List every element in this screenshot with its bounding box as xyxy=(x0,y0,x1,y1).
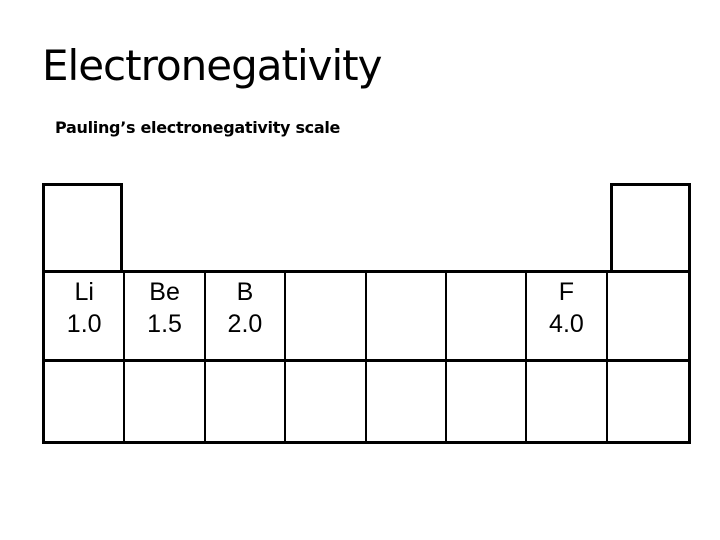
element-value: 1.0 xyxy=(66,310,102,338)
element-cell-empty xyxy=(607,359,688,441)
element-symbol xyxy=(447,276,525,308)
element-symbol: B xyxy=(236,278,254,306)
element-cell-b: B 2.0 xyxy=(206,273,287,359)
periodic-table-rows: Li 1.0 Be 1.5 B 2.0 xyxy=(42,270,691,444)
element-value xyxy=(447,308,525,340)
element-value: 4.0 xyxy=(549,310,584,338)
element-cell-empty xyxy=(447,273,528,359)
element-cell-li: Li 1.0 xyxy=(45,273,126,359)
element-value xyxy=(608,308,688,340)
element-value: 2.0 xyxy=(227,310,263,338)
element-cell-be: Be 1.5 xyxy=(125,273,206,359)
element-symbol: Be xyxy=(149,278,180,306)
slide-subtitle: Pauling’s electronegativity scale xyxy=(55,118,341,137)
element-cell-empty xyxy=(608,273,688,359)
element-value: 1.5 xyxy=(147,310,182,338)
element-cell-empty xyxy=(446,359,528,441)
slide-title: Electronegativity xyxy=(42,41,382,90)
element-cell-empty xyxy=(367,273,447,359)
element-cell-empty xyxy=(527,359,608,441)
element-cell-empty xyxy=(286,273,367,359)
element-cell-f: F 4.0 xyxy=(527,273,608,359)
element-cell-empty xyxy=(205,359,287,441)
periodic-table-diagram: Li 1.0 Be 1.5 B 2.0 xyxy=(42,183,691,444)
element-value xyxy=(367,308,445,340)
helium-position-box xyxy=(610,183,691,270)
element-cell-empty xyxy=(366,359,447,441)
element-cell-empty xyxy=(45,359,126,441)
element-cell-empty xyxy=(286,359,367,441)
element-symbol: Li xyxy=(74,278,94,306)
element-cell-empty xyxy=(125,359,206,441)
element-symbol xyxy=(608,276,688,308)
element-symbol xyxy=(286,276,364,308)
hydrogen-position-box xyxy=(42,183,123,270)
element-symbol: F xyxy=(558,278,575,306)
element-symbol xyxy=(367,276,445,308)
element-value xyxy=(286,308,364,340)
